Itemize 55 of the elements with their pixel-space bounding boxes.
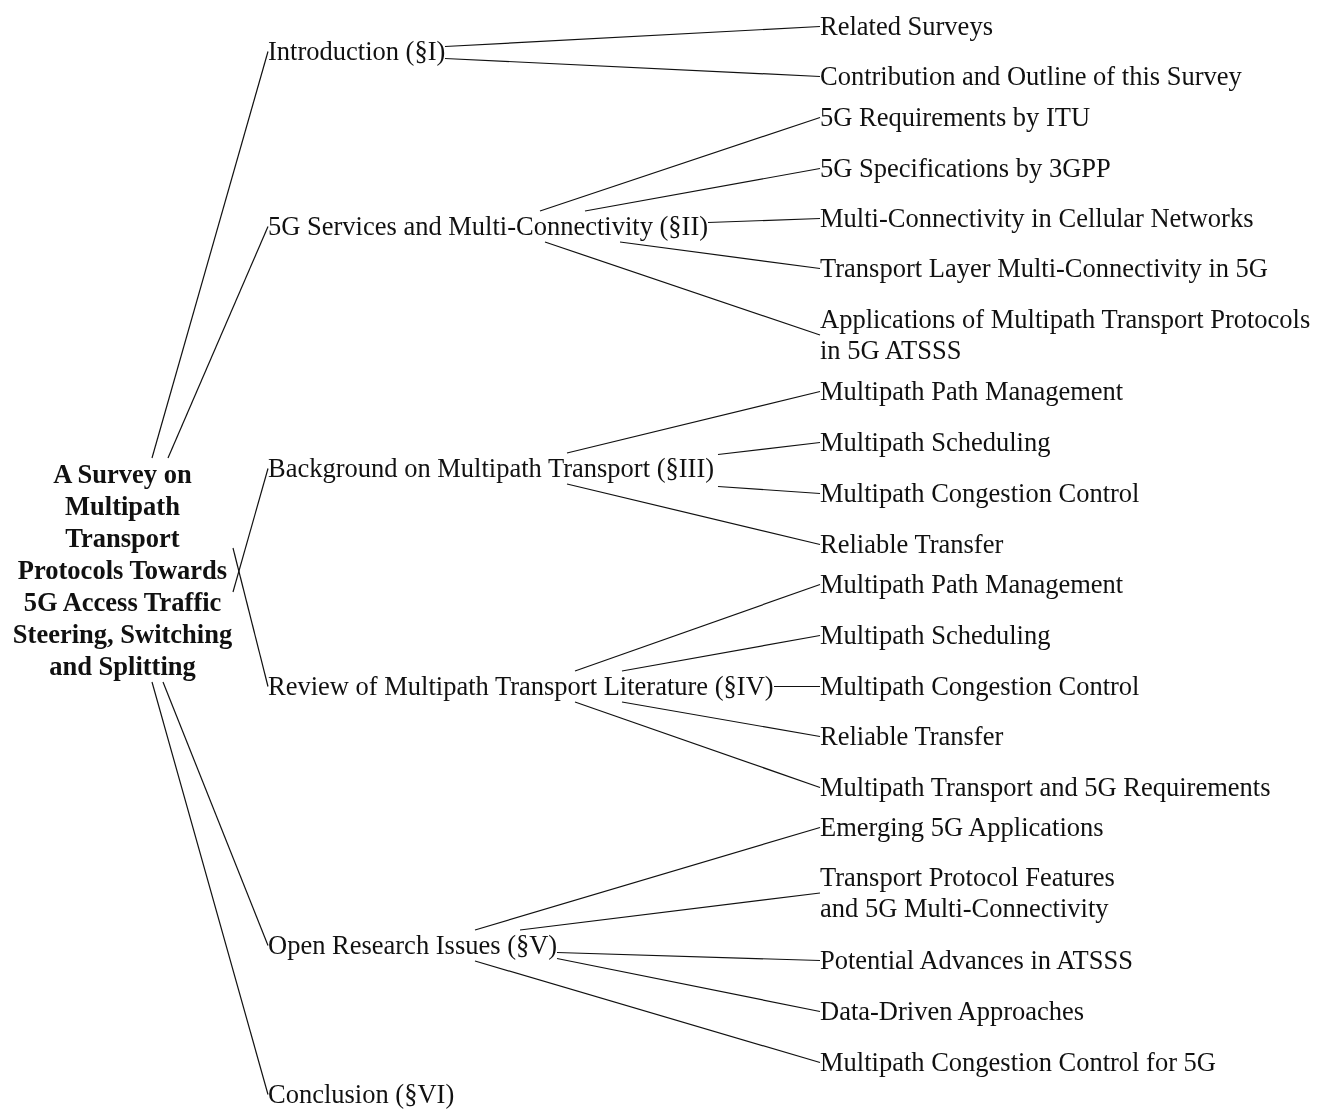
connector-line [621,701,821,738]
connector-line [717,441,821,456]
topic-label: Emerging 5G Applications [820,811,1104,843]
topic-label: Contribution and Outline of this Survey [820,60,1242,92]
topic-label: Multipath Path Management [820,375,1124,407]
connector-line [474,960,821,1064]
topic-label: Transport Layer Multi-Connectivity in 5G [820,252,1268,284]
topic-label: Multipath Scheduling [820,619,1051,651]
topic-label: 5G Services and Multi-Connectivity (§II) [268,210,709,242]
connector-line [162,681,269,947]
connector-line [621,634,821,672]
connector-line [707,217,821,224]
connector-line [167,225,269,459]
root-title: A Survey on Multipath Transport Protocols Towards 5G Access Traffic Steering, Switching and Splitting [12,458,233,682]
connector-line [773,685,821,688]
connector-line [574,701,821,789]
topic-label: Multi-Connectivity in Cellular Networks [820,202,1254,234]
topic-label: Conclusion (§VI) [268,1078,455,1110]
connector-line [519,892,821,931]
topic-label: Reliable Transfer [820,720,1004,752]
connector-line [556,957,821,1013]
connector-line [151,50,269,459]
topic-label: Open Research Issues (§V) [268,929,558,961]
topic-label: Review of Multipath Transport Literature (§IV) [268,670,774,702]
connector-line [566,483,821,546]
connector-line [717,485,821,495]
topic-label: Background on Multipath Transport (§III) [268,452,715,484]
topic-label: Transport Protocol Features and 5G Multi-Connectivity [820,862,1130,924]
topic-label: Multipath Path Management [820,568,1124,600]
topic-label: 5G Requirements by ITU [820,101,1091,133]
connector-line [544,241,821,336]
connector-line [444,25,821,48]
connector-line [574,583,821,672]
topic-label: Data-Driven Approaches [820,995,1085,1027]
topic-label: Multipath Congestion Control [820,477,1140,509]
connector-line [619,241,821,270]
topic-label: Related Surveys [820,10,993,42]
connector-line [474,826,821,931]
topic-label: Multipath Transport and 5G Requirements [820,771,1271,803]
topic-label: Potential Advances in ATSSS [820,944,1133,976]
connector-line [539,116,821,212]
topic-label: Introduction (§I) [268,35,446,67]
topic-label: 5G Specifications by 3GPP [820,152,1111,184]
connector-line [556,951,821,962]
topic-label: Multipath Congestion Control for 5G [820,1046,1216,1078]
topic-label: Multipath Congestion Control [820,670,1140,702]
connector-line [566,390,821,454]
topic-label: Multipath Scheduling [820,426,1051,458]
topic-label: Applications of Multipath Transport Protocols in 5G ATSSS [820,304,1325,366]
connector-line [444,57,821,78]
connector-line [232,467,269,593]
connector-line [151,681,269,1096]
connector-line [584,167,821,212]
connector-line [232,547,269,688]
topic-label: Reliable Transfer [820,528,1004,560]
